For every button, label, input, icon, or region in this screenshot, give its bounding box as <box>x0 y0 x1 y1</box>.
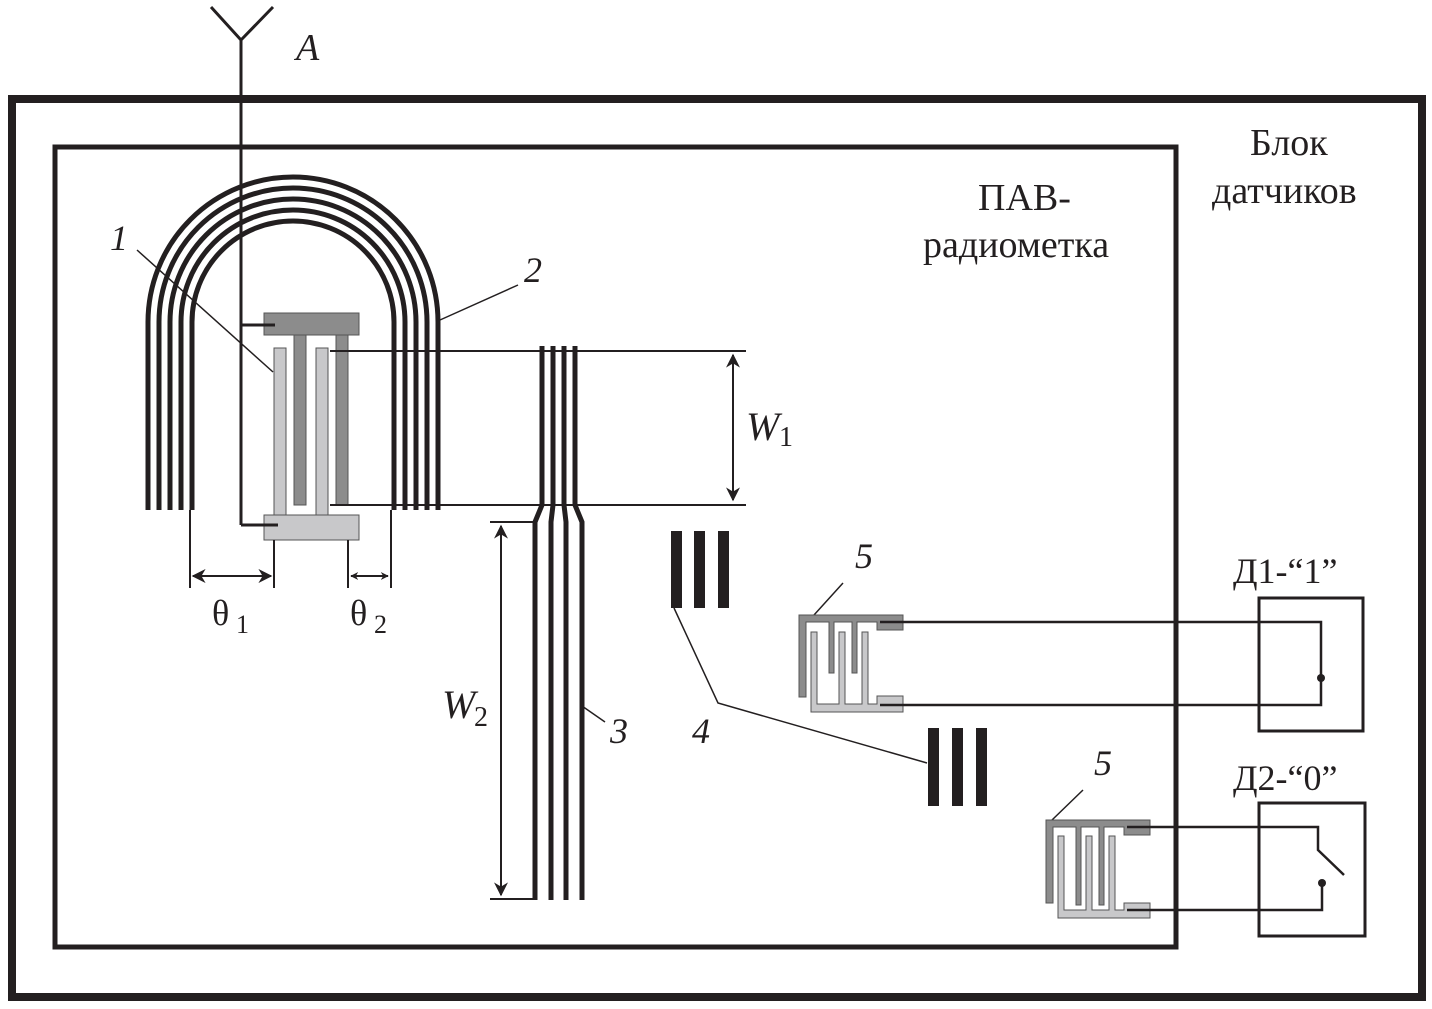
theta1-label: θ <box>212 593 229 633</box>
w1-subscript: 1 <box>779 422 793 453</box>
leader-5a <box>813 582 844 616</box>
sensor-block-title-line1: Блок <box>1250 122 1328 164</box>
d1-switch-closed-icon <box>1317 674 1325 682</box>
antenna-icon <box>209 5 275 527</box>
callout-1: 1 <box>110 218 128 258</box>
sensor-d1-box <box>1257 596 1365 733</box>
d1-wiring <box>880 620 1323 707</box>
antenna-label: A <box>293 27 320 69</box>
interdigital-transducer <box>263 312 360 541</box>
callout-4: 4 <box>692 711 710 751</box>
sensor-d1-label: Д1-“1” <box>1233 551 1338 591</box>
theta1-subscript: 1 <box>236 610 249 639</box>
sensor-block-frame <box>8 95 1426 1001</box>
w2-subscript: 2 <box>474 702 488 733</box>
horseshoe-reflector <box>145 174 441 510</box>
callout-5-top: 5 <box>855 536 873 576</box>
w2-label: W <box>442 682 479 727</box>
saw-tag-frame <box>52 144 1179 950</box>
callout-3: 3 <box>609 711 628 751</box>
saw-tag-title-line1: ПАВ- <box>978 177 1071 219</box>
leader-3 <box>581 705 606 723</box>
waveguide <box>532 346 585 900</box>
leader-1 <box>136 249 274 373</box>
callout-2: 2 <box>524 250 542 290</box>
leader-2 <box>439 284 519 321</box>
leader-4 <box>673 607 928 764</box>
d2-wiring <box>1127 825 1345 912</box>
saw-tag-title-line2: радиометка <box>923 224 1109 266</box>
sensor-idt-bottom <box>1045 819 1151 919</box>
theta2-subscript: 2 <box>374 610 387 639</box>
leader-5b <box>1051 789 1084 821</box>
callout-5-bottom: 5 <box>1094 743 1112 783</box>
sensor-d2-label: Д2-“0” <box>1233 758 1338 798</box>
sensor-block-title-line2: датчиков <box>1212 170 1357 212</box>
reflector-grating-1 <box>671 531 729 608</box>
d2-switch-open-icon <box>1318 879 1326 887</box>
sensor-d2-box <box>1257 801 1367 938</box>
reflector-grating-2 <box>928 728 987 806</box>
w1-label: W <box>746 404 783 449</box>
theta2-label: θ <box>350 593 367 633</box>
sensor-idt-top <box>798 614 904 713</box>
